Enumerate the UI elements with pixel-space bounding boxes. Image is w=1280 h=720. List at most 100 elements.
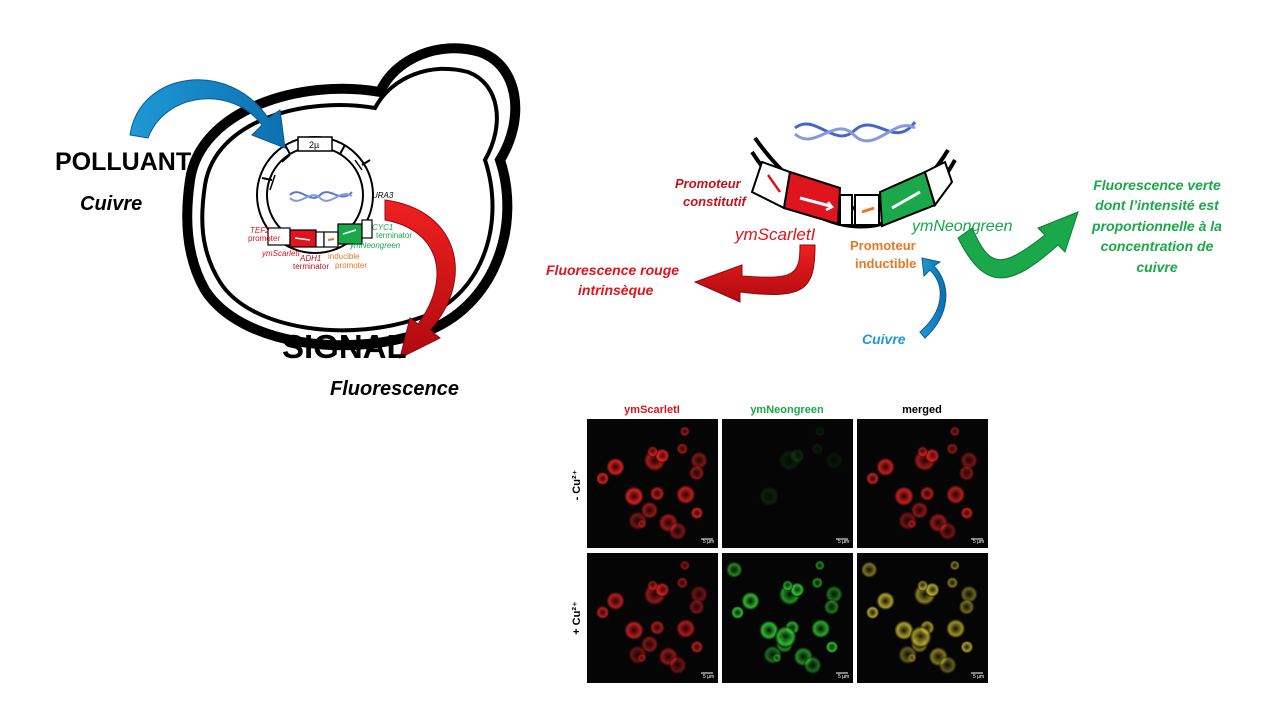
plasmid-tef2-label: TEF2: [250, 226, 270, 235]
yeast-cell-spot: [676, 485, 696, 504]
yeast-cell-spot: [907, 653, 917, 663]
yeast-cell-spot: [917, 446, 929, 458]
ymneongreen-right-label: ymNeongreen: [911, 218, 1013, 235]
yeast-cell-spot: [689, 465, 705, 481]
copper-right-arrow: [919, 257, 947, 339]
plasmid-ymneongreen-label: ymNeongreen: [349, 241, 401, 250]
yeast-cell-spot: [668, 522, 687, 540]
yeast-cell-spot: [946, 619, 966, 638]
yeast-cell-spot: [650, 620, 665, 635]
fluorescence-rouge-line1: Fluorescence rouge: [546, 262, 679, 278]
col-header-scarlet: ymScarletI: [624, 404, 680, 416]
yeast-cell-spot: [759, 620, 779, 640]
panel-minus-merged: [857, 419, 988, 548]
yeast-cell-spot: [690, 451, 708, 469]
ymscarleti-right-label: ymScarletI: [734, 225, 816, 244]
yeast-cell-spot: [811, 443, 823, 455]
row-header-plus: + Cu²⁺: [571, 601, 583, 635]
yeast-cell: [182, 43, 521, 351]
cuivre-left-label: Cuivre: [80, 193, 142, 215]
yeast-cell-spot: [690, 585, 708, 603]
yeast-cell-spot: [894, 620, 914, 640]
yeast-cell-spot: [925, 582, 940, 597]
yeast-cell-spot: [650, 486, 665, 501]
panel-minus-neon: [722, 419, 853, 548]
yeast-cell-spot: [624, 620, 644, 640]
plasmid-cyc1-label: CYC1: [372, 223, 393, 232]
yeast-cell-spot: [731, 606, 744, 619]
yeast-cell-spot: [759, 486, 779, 506]
yeast-cell-spot: [803, 656, 822, 674]
yeast-cell-spot: [876, 592, 895, 610]
yeast-cell-spot: [946, 485, 966, 504]
promoteur-constitutif-line2: constitutif: [683, 194, 747, 209]
yeast-cell-spot: [641, 501, 658, 519]
yeast-cell-spot: [637, 519, 647, 529]
fluorescence-rouge-line2: intrinsèque: [578, 282, 654, 298]
yeast-cell-spot: [741, 592, 760, 610]
plasmid-ymscarleti-label: ymScarletI: [261, 249, 301, 258]
yeast-cell-spot: [676, 443, 688, 455]
promoteur-inductible-line2: inductible: [855, 256, 916, 271]
copper-input-arrow: [129, 79, 286, 149]
yeast-cell-spot: [825, 585, 843, 603]
microscopy-grid: [587, 419, 988, 683]
yeast-cell-spot: [647, 446, 659, 458]
col-header-merged: merged: [902, 404, 942, 416]
promoteur-inductible-line1: Promoteur: [850, 238, 916, 253]
yeast-cell-spot: [641, 635, 658, 653]
yeast-cell-spot: [825, 451, 843, 469]
yeast-cell-spot: [624, 486, 644, 506]
yeast-cell-spot: [824, 599, 840, 615]
fluorescence-verte-line3: proportionnelle à la: [1091, 218, 1222, 234]
yeast-cell-spot: [917, 580, 929, 592]
yeast-cell-spot: [911, 501, 928, 519]
plasmid-inducible-promoter-label: promoter: [335, 261, 367, 270]
yeast-cell-spot: [950, 426, 960, 437]
yeast-cell-spot: [596, 606, 609, 619]
fluorescence-verte-line4: concentration de: [1101, 238, 1214, 254]
plasmid-ring: [256, 136, 374, 254]
yeast-cell-spot: [774, 626, 797, 648]
yeast-cell-spot: [606, 458, 625, 476]
yeast-cell-spot: [680, 560, 690, 571]
plasmid-ura3-label: URA3: [372, 191, 394, 200]
yeast-cell-spot: [866, 606, 879, 619]
panel-plus-merged: [857, 553, 988, 683]
green-fluorescence-arrow: [957, 211, 1079, 279]
yeast-cell-spot: [647, 580, 659, 592]
panel-minus-scarlet: [587, 419, 718, 548]
yeast-cell-spot: [689, 599, 705, 615]
plasmid-2mu-label: 2µ: [309, 140, 319, 150]
yeast-cell-spot: [861, 561, 878, 578]
yeast-cell-spot: [815, 560, 825, 571]
yeast-cell-spot: [960, 451, 978, 469]
fluorescence-verte-line1: Fluorescence verte: [1093, 177, 1221, 193]
yeast-cell-spot: [960, 506, 974, 520]
yeast-cell-spot: [726, 561, 743, 578]
plasmid-adh1-label: ADH1: [299, 254, 321, 263]
yeast-cell-spot: [676, 619, 696, 638]
yeast-cell-spot: [825, 640, 839, 654]
yeast-cell-spot: [938, 522, 957, 540]
yeast-cell-spot: [950, 560, 960, 571]
yeast-cell-spot: [690, 506, 704, 520]
scale-label: 5 µm: [973, 539, 984, 545]
scale-label: 5 µm: [838, 539, 849, 545]
yeast-cell-spot: [946, 577, 958, 589]
row-header-minus: - Cu²⁺: [571, 469, 583, 500]
yeast-cell-spot: [894, 486, 914, 506]
red-fluorescence-arrow: [693, 244, 816, 303]
scale-label: 5 µm: [703, 539, 714, 545]
yeast-cell-spot: [960, 640, 974, 654]
scale-label: 5 µm: [703, 674, 714, 680]
scale-label: 5 µm: [973, 674, 984, 680]
yeast-cell-spot: [946, 443, 958, 455]
fluorescence-verte-line2: dont l’intensité est: [1095, 197, 1220, 213]
yeast-cell-spot: [907, 519, 917, 529]
signal-label: SIGNAL: [282, 328, 407, 365]
plasmid-tef2-promoter-label: promoter: [248, 234, 280, 243]
yeast-cell-spot: [782, 580, 794, 592]
